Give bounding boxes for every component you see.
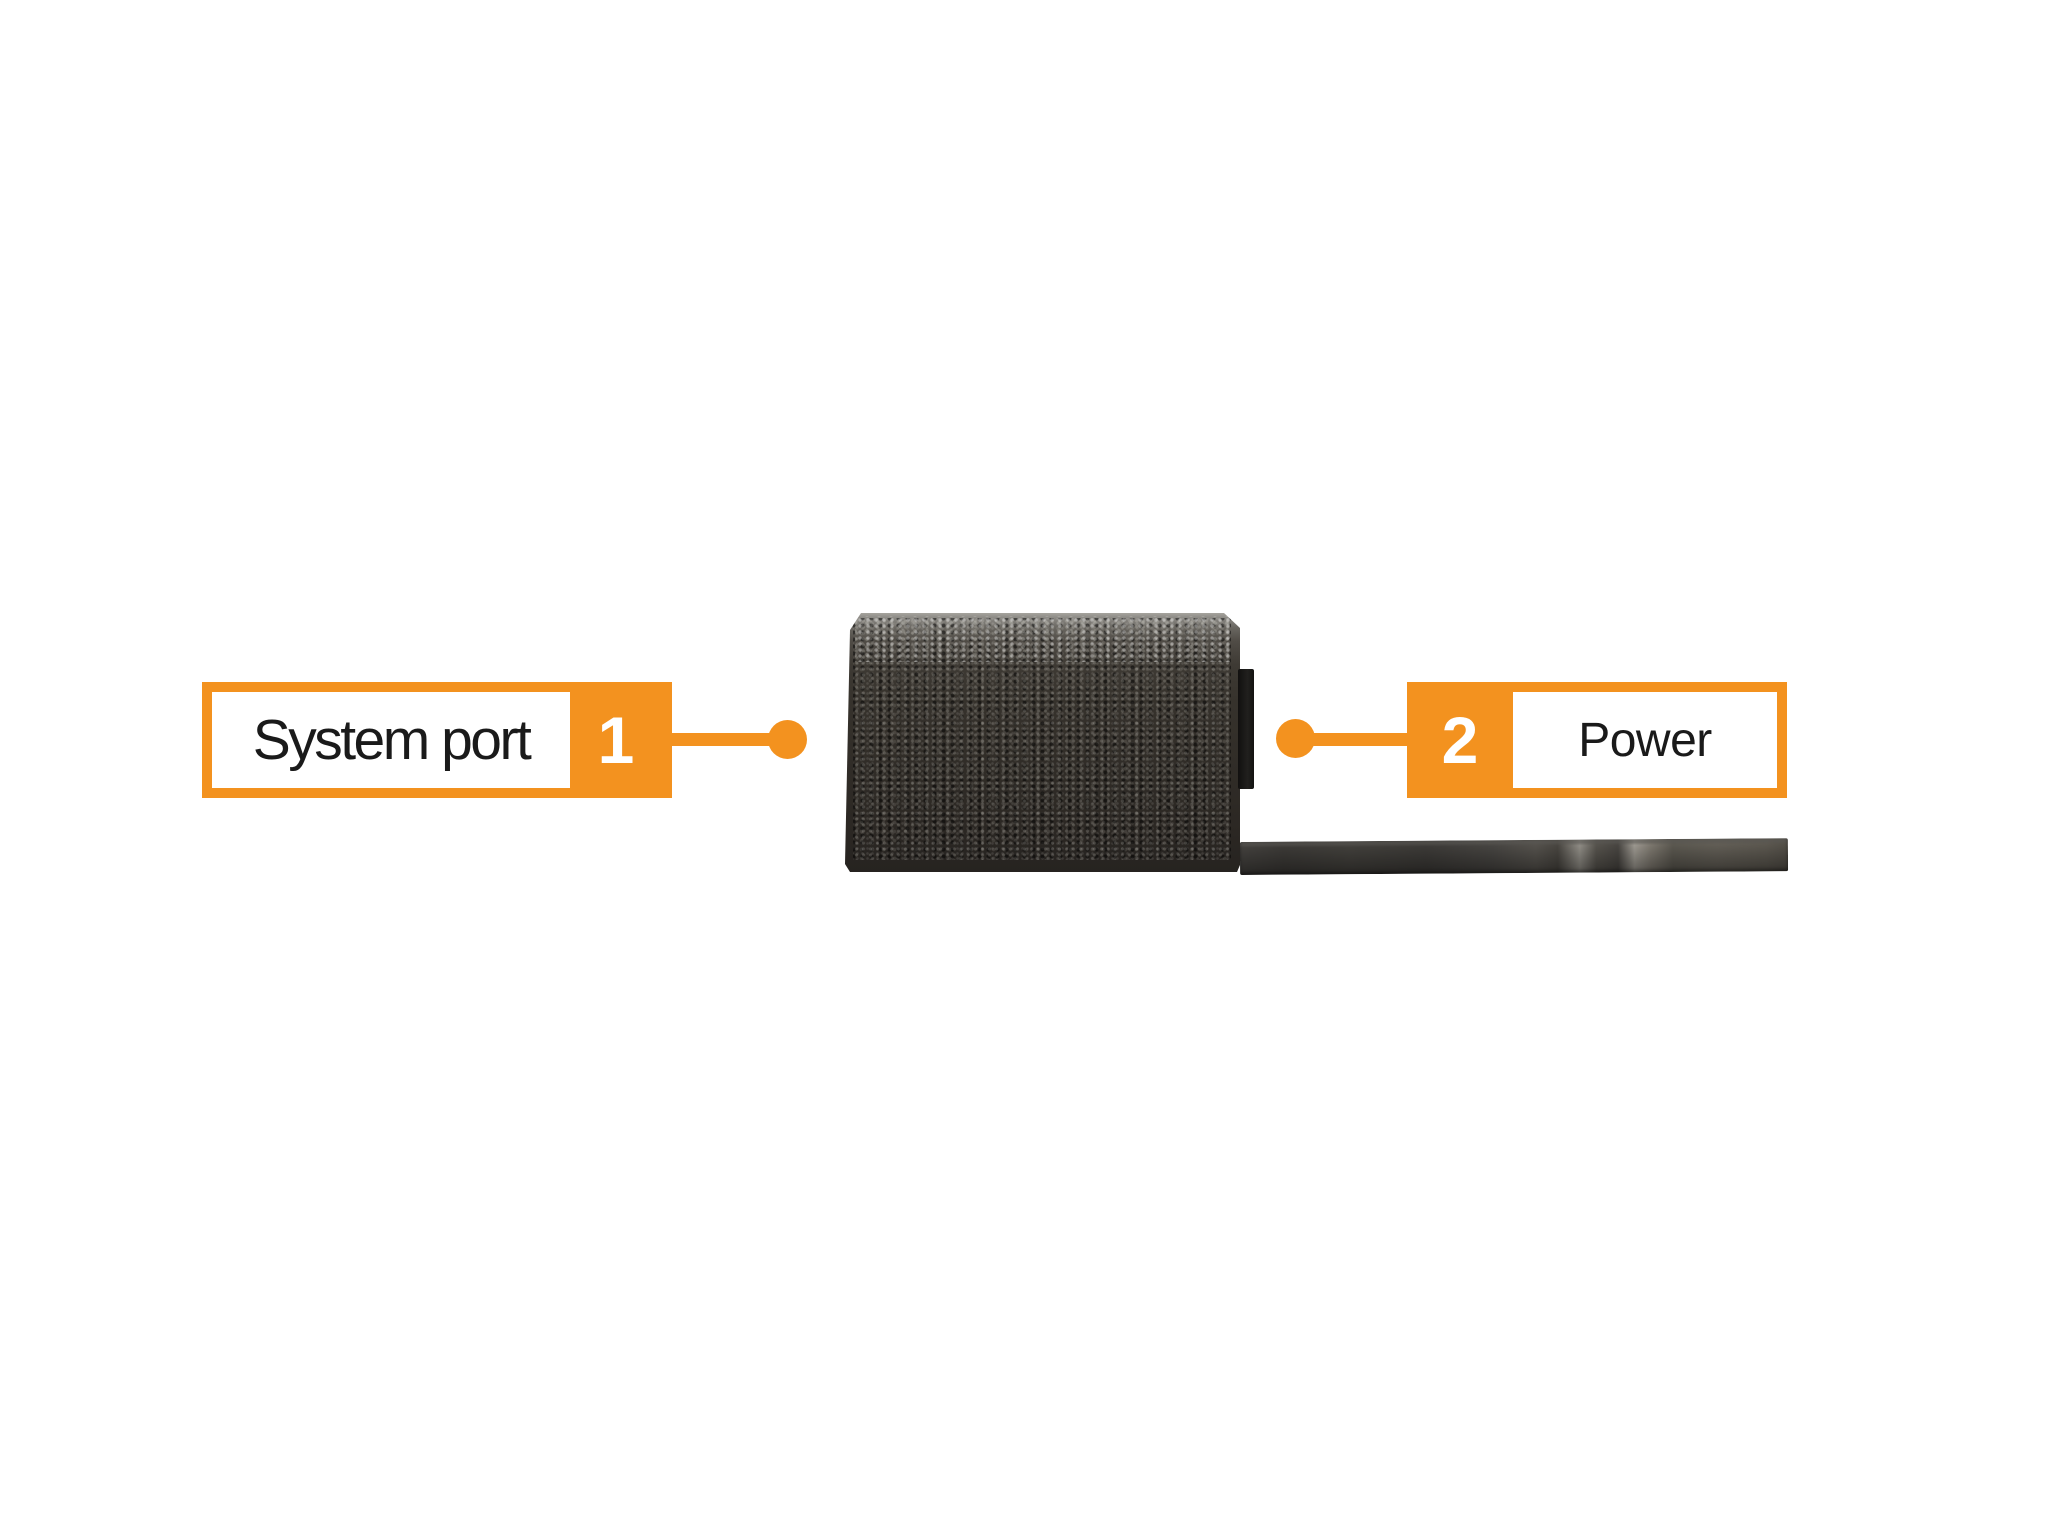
callout-system-port: System port 1 [202, 682, 672, 798]
adapter-texture [853, 618, 1231, 860]
callout-system-port-label-box: System port [212, 692, 570, 788]
leader-line-power [1294, 733, 1408, 746]
callout-system-port-number: 1 [597, 703, 635, 777]
callout-power-number: 2 [1441, 703, 1479, 777]
callout-power-label: Power [1578, 713, 1712, 767]
system-port-connector [1238, 669, 1254, 789]
leader-line-system-port [671, 733, 788, 746]
callout-system-port-number-badge: 1 [570, 692, 662, 788]
callout-power: 2 Power [1407, 682, 1787, 798]
power-plug-blade [1239, 838, 1789, 875]
power-adapter-photo [845, 613, 1240, 872]
leader-dot-system-port [768, 720, 807, 759]
callout-power-label-box: Power [1513, 692, 1777, 788]
adapter-top-highlight [855, 616, 1230, 662]
callout-power-number-badge: 2 [1407, 692, 1513, 788]
callout-system-port-label: System port [252, 708, 532, 772]
